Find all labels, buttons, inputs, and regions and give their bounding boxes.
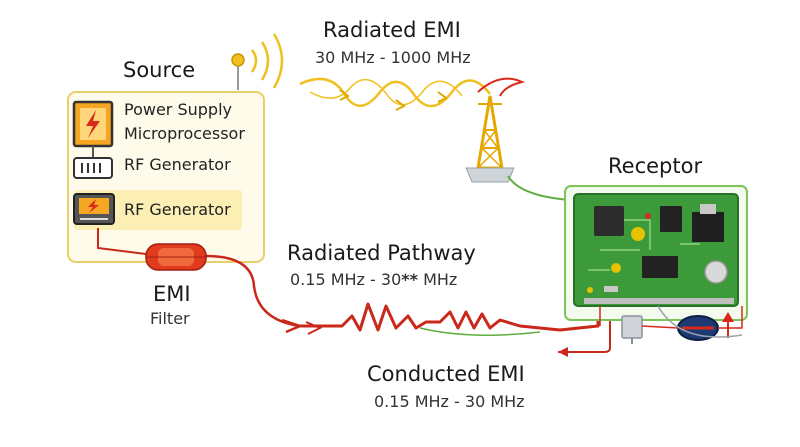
radiated-wave-tail xyxy=(477,77,526,97)
spark-icon xyxy=(722,312,734,338)
conducted-emi-range: 0.15 MHz - 30 MHz xyxy=(374,392,525,411)
tower-green-wire xyxy=(507,175,571,201)
source-item-rf-generator-highlight: RF Generator xyxy=(124,200,231,219)
rf-generator-device-icon xyxy=(73,193,115,225)
conducted-emi-title: Conducted EMI xyxy=(367,362,525,386)
radiated-pathway-title: Radiated Pathway xyxy=(287,241,476,265)
pathway-arrow-2 xyxy=(305,321,323,335)
source-item-power-supply: Power Supply xyxy=(124,100,232,119)
conducted-wire-out xyxy=(205,254,301,328)
conducted-return-arrow xyxy=(558,347,568,357)
radiated-arrow-2 xyxy=(395,99,406,111)
rf-generator-highlight xyxy=(74,190,242,230)
receiver-tower-icon xyxy=(465,95,515,183)
receptor-title: Receptor xyxy=(608,154,703,178)
pathway-arrow xyxy=(281,318,304,334)
connector-icon xyxy=(621,315,643,344)
rf-generator-icon xyxy=(73,157,113,179)
conducted-return-wire xyxy=(558,302,611,353)
emi-filter-label-line2: Filter xyxy=(150,309,190,328)
pathway-zigzag-green xyxy=(419,327,541,336)
radiated-emi-range: 30 MHz - 1000 MHz xyxy=(315,48,471,67)
source-item-microprocessor: Microprocessor xyxy=(124,124,245,143)
radiated-emi-title: Radiated EMI xyxy=(323,18,461,42)
conducted-wire-in xyxy=(97,228,147,255)
power-supply-icon xyxy=(72,100,114,148)
emi-filter-label-line1: EMI xyxy=(153,282,191,306)
emi-filter-icon xyxy=(145,243,207,271)
radiated-arrow-3 xyxy=(437,91,448,103)
receptor-wires xyxy=(599,306,743,329)
pathway-zigzag xyxy=(300,302,600,332)
source-item-rf-generator: RF Generator xyxy=(124,155,231,174)
radiated-wave-2 xyxy=(309,79,463,106)
radiated-pathway-range: 0.15 MHz - 30** MHz xyxy=(290,270,458,289)
pcb-board xyxy=(573,193,739,307)
receptor-ground-wire xyxy=(657,305,743,338)
emitter-antenna-icon xyxy=(231,33,284,90)
source-title: Source xyxy=(123,58,196,82)
radiated-arrow-1 xyxy=(339,89,350,101)
